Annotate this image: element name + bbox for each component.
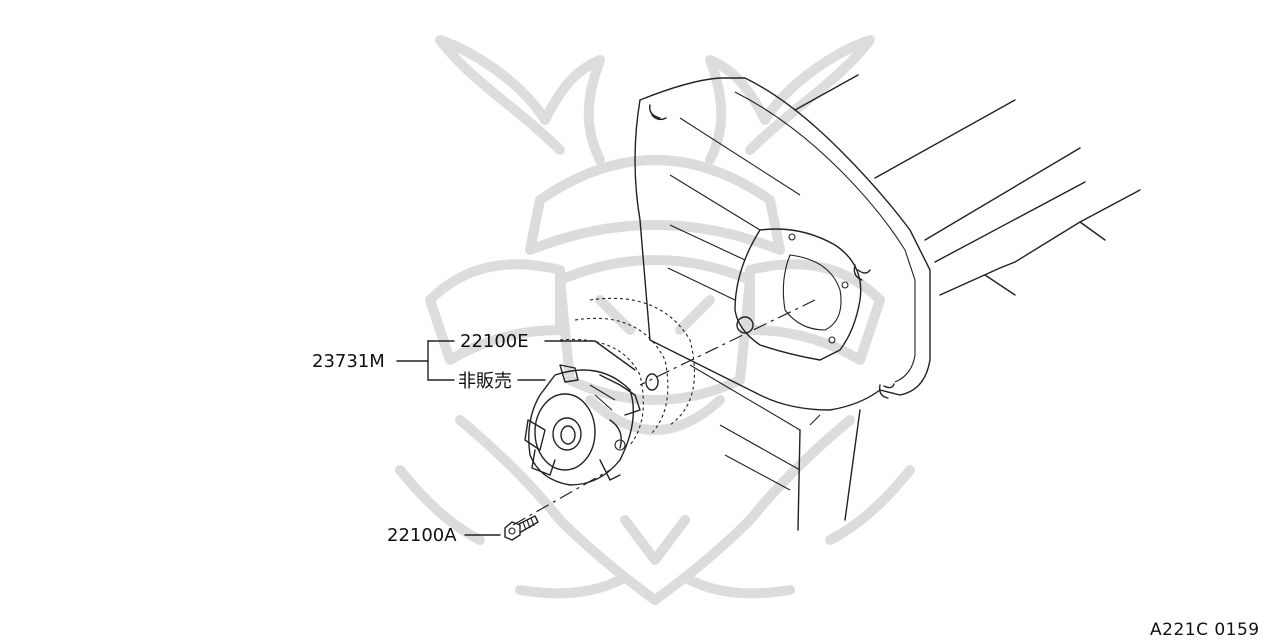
transmission-housing [634, 74, 1141, 531]
distributor-assembly [524, 364, 641, 486]
assembly-centerline [639, 299, 816, 386]
leader-lines [396, 340, 636, 536]
callout-22100e: 22100E [460, 331, 529, 352]
watermark-helmet-logo [395, 35, 915, 605]
o-ring-seal [645, 373, 659, 391]
callout-23731m: 23731M [312, 351, 385, 372]
callout-not-sold: 非販売 [458, 371, 512, 392]
bolt-22100a [504, 469, 611, 541]
figure-code: A221C 0159 [1150, 620, 1260, 639]
callout-22100a: 22100A [387, 525, 457, 546]
